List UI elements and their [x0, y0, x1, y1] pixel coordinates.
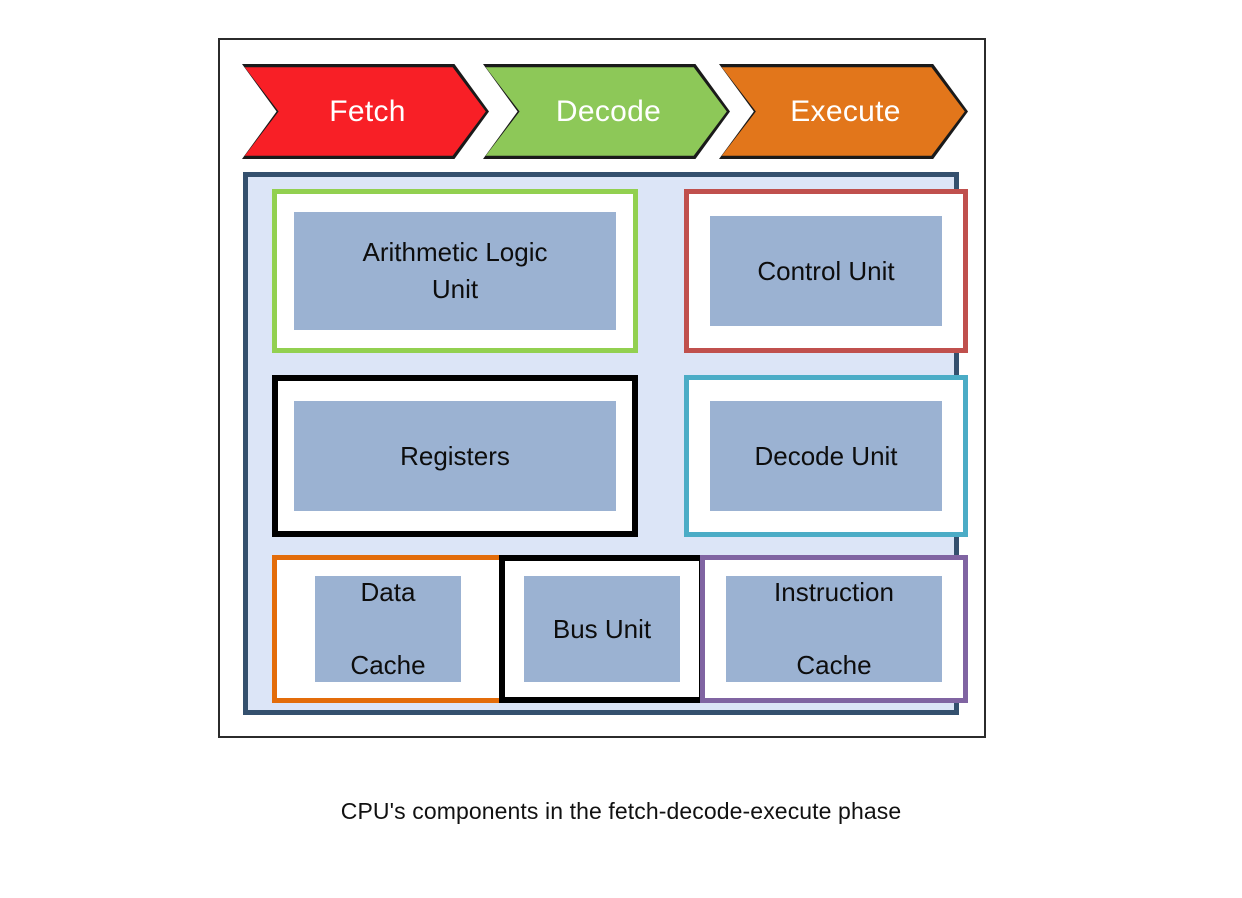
phase-label-fetch: Fetch	[329, 94, 406, 128]
component-card-registers[interactable]: Registers	[272, 375, 638, 537]
diagram-outer-frame: Fetch Decode Execute Arithmetic Logic Un…	[218, 38, 986, 738]
component-card-alu[interactable]: Arithmetic Logic Unit	[272, 189, 638, 353]
chevron-fill-fetch	[244, 67, 486, 156]
component-card-instruction-cache[interactable]: Instruction Cache	[700, 555, 968, 703]
component-label-bus-unit: Bus Unit	[552, 613, 652, 644]
chevron-fill-decode	[485, 67, 727, 156]
component-inner-box: Arithmetic Logic Unit	[294, 212, 616, 330]
diagram-caption: CPU's components in the fetch-decode-exe…	[340, 798, 902, 824]
component-inner-box: Bus Unit	[524, 576, 680, 682]
phase-label-execute: Execute	[790, 94, 901, 128]
component-card-data-cache[interactable]: Data Cache	[272, 555, 504, 703]
cpu-component-grid: Arithmetic Logic Unit Control Unit Regis…	[272, 189, 968, 703]
component-label-instruction-cache: Instruction Cache	[774, 576, 894, 681]
phase-pipeline-strip: Fetch Decode Execute	[242, 64, 968, 159]
component-inner-box: Decode Unit	[710, 401, 942, 511]
component-inner-box: Data Cache	[315, 576, 461, 682]
component-card-bus-unit[interactable]: Bus Unit	[499, 555, 705, 703]
component-card-decode-unit[interactable]: Decode Unit	[684, 375, 968, 537]
cpu-container: Arithmetic Logic Unit Control Unit Regis…	[243, 172, 968, 715]
phase-chevron-decode[interactable]: Decode	[483, 64, 730, 159]
phase-label-decode: Decode	[555, 94, 662, 128]
phase-chevron-fetch[interactable]: Fetch	[242, 64, 489, 159]
chevron-fill-execute	[721, 67, 965, 156]
phase-chevron-execute[interactable]: Execute	[719, 64, 968, 159]
component-label-control-unit: Control Unit	[757, 255, 895, 286]
component-label-decode-unit: Decode Unit	[754, 440, 898, 471]
component-inner-box: Registers	[294, 401, 616, 511]
component-label-registers: Registers	[400, 440, 510, 471]
component-card-control-unit[interactable]: Control Unit	[684, 189, 968, 353]
component-inner-box: Control Unit	[710, 216, 942, 326]
component-inner-box: Instruction Cache	[726, 576, 942, 682]
component-label-data-cache: Data Cache	[350, 576, 426, 681]
component-label-alu: Arithmetic Logic Unit	[362, 237, 548, 304]
